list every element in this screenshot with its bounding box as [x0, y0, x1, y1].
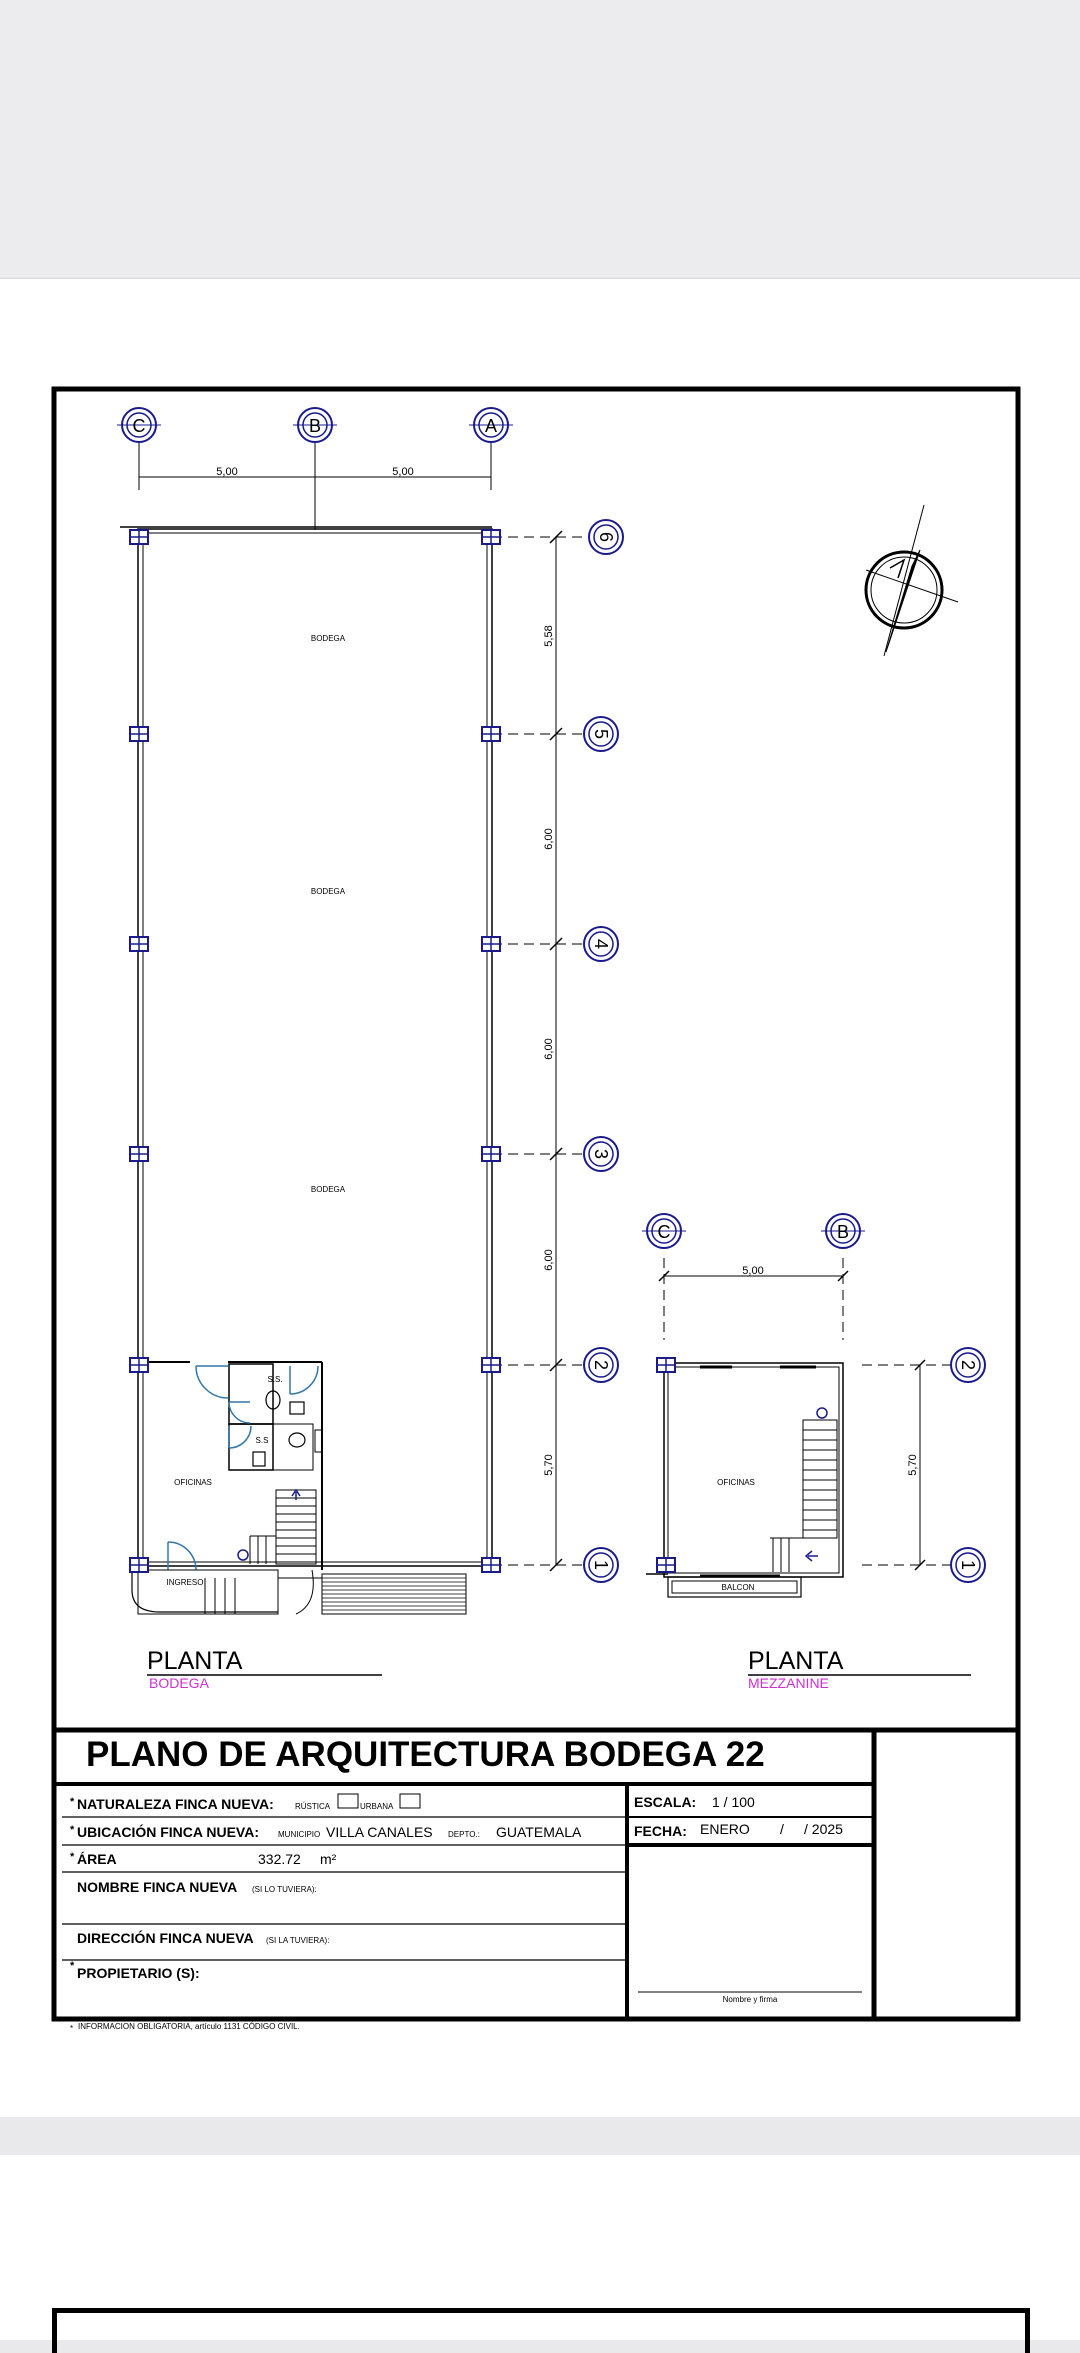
footnote: INFORMACION OBLIGATORIA, artículo 1131 C…	[78, 2022, 300, 2031]
depto-label: DEPTO.:	[448, 1830, 480, 1839]
nombre-label: NOMBRE FINCA NUEVA	[77, 1879, 237, 1895]
axis-label-4: 4	[591, 939, 611, 949]
mezz-room-oficinas: OFICINAS	[717, 1478, 755, 1487]
dim-top-2: 5,00	[392, 466, 413, 478]
planta-bodega-subtitle: BODEGA	[149, 1675, 210, 1691]
fecha-label: FECHA:	[634, 1823, 687, 1839]
svg-text:*: *	[70, 2024, 73, 2033]
title-block	[54, 1730, 877, 2019]
planta-mezzanine-title: PLANTA	[748, 1647, 844, 1675]
municipio-value: VILLA CANALES	[326, 1824, 433, 1840]
mezz-axis-markers	[642, 1213, 986, 1583]
axis-label-3: 3	[591, 1149, 611, 1159]
dim-side-1: 5,58	[543, 625, 555, 646]
mezz-axis-label-c: C	[658, 1222, 671, 1242]
axis-label-5: 5	[591, 729, 611, 739]
mezz-axis-label-1: 1	[958, 1560, 978, 1570]
mezz-dim-side: 5,70	[907, 1454, 919, 1475]
dim-top-1: 5,00	[216, 466, 237, 478]
rustica-label: RÚSTICA	[295, 1802, 331, 1811]
structural-columns	[129, 529, 501, 1573]
viewer-top-gap	[0, 0, 1080, 279]
ubicacion-label: UBICACIÓN FINCA NUEVA:	[77, 1823, 259, 1840]
room-oficinas: OFICINAS	[174, 1478, 212, 1487]
mezz-axis-label-2: 2	[958, 1360, 978, 1370]
dim-side-5: 5,70	[543, 1454, 555, 1475]
planta-mezzanine-subtitle: MEZZANINE	[748, 1675, 829, 1691]
mezz-axis-label-b: B	[837, 1222, 849, 1242]
room-bodega-1: BODEGA	[311, 634, 346, 643]
axis-label-2: 2	[591, 1360, 611, 1370]
firma-label: Nombre y firma	[723, 1995, 778, 2004]
naturaleza-label: NATURALEZA FINCA NUEVA:	[77, 1796, 274, 1812]
propietario-label: PROPIETARIO (S):	[77, 1965, 200, 1981]
axis-label-c: C	[133, 416, 146, 436]
depto-value: GUATEMALA	[496, 1824, 582, 1840]
room-ingreso: INGRESO	[167, 1578, 204, 1587]
dim-side-2: 6,00	[543, 828, 555, 849]
planta-bodega	[120, 440, 596, 1615]
escala-value: 1 / 100	[712, 1794, 755, 1810]
room-bodega-3: BODEGA	[311, 1185, 346, 1194]
room-bodega-2: BODEGA	[311, 887, 346, 896]
municipio-label: MUNICIPIO	[278, 1830, 320, 1839]
axis-markers-top	[117, 407, 513, 443]
next-page-frame	[52, 2308, 1030, 2353]
sheet-border	[51, 386, 1021, 2022]
dim-side-3: 6,00	[543, 1038, 555, 1059]
axis-label-b: B	[309, 416, 321, 436]
room-ss-2: S.S	[256, 1436, 269, 1445]
direccion-hint: (SI LA TUVIERA):	[266, 1936, 329, 1945]
escala-label: ESCALA:	[634, 1794, 696, 1810]
svg-text:*: *	[70, 1851, 75, 1863]
dim-side-4: 6,00	[543, 1249, 555, 1270]
plan-title: PLANO DE ARQUITECTURA BODEGA 22	[86, 1735, 765, 1774]
svg-text:*: *	[70, 1824, 75, 1836]
area-value: 332.72	[258, 1851, 301, 1867]
svg-text:*: *	[70, 1796, 75, 1808]
urbana-label: URBANA	[360, 1802, 394, 1811]
north-arrow-icon	[864, 504, 959, 657]
fecha-month: ENERO	[700, 1821, 750, 1837]
area-unit: m²	[320, 1851, 337, 1867]
next-document-page	[0, 2155, 1080, 2353]
svg-text:*: *	[70, 1960, 75, 1972]
planta-bodega-title: PLANTA	[147, 1647, 243, 1675]
fecha-sep: /	[780, 1821, 784, 1837]
fecha-year: / 2025	[804, 1821, 843, 1837]
axis-label-6: 6	[596, 532, 616, 542]
axis-label-a: A	[485, 416, 497, 436]
axis-label-1: 1	[591, 1560, 611, 1570]
mezz-room-balcon: BALCON	[722, 1583, 755, 1592]
area-label: ÁREA	[77, 1851, 117, 1867]
planta-mezzanine	[646, 1258, 964, 1598]
room-ss-1: S.S.	[267, 1375, 282, 1384]
mezz-dim-top: 5,00	[742, 1265, 763, 1277]
nombre-hint: (SI LO TUVIERA):	[252, 1885, 317, 1894]
axis-markers-side	[583, 519, 624, 1583]
document-page	[0, 279, 1080, 2117]
direccion-label: DIRECCIÓN FINCA NUEVA	[77, 1929, 254, 1946]
